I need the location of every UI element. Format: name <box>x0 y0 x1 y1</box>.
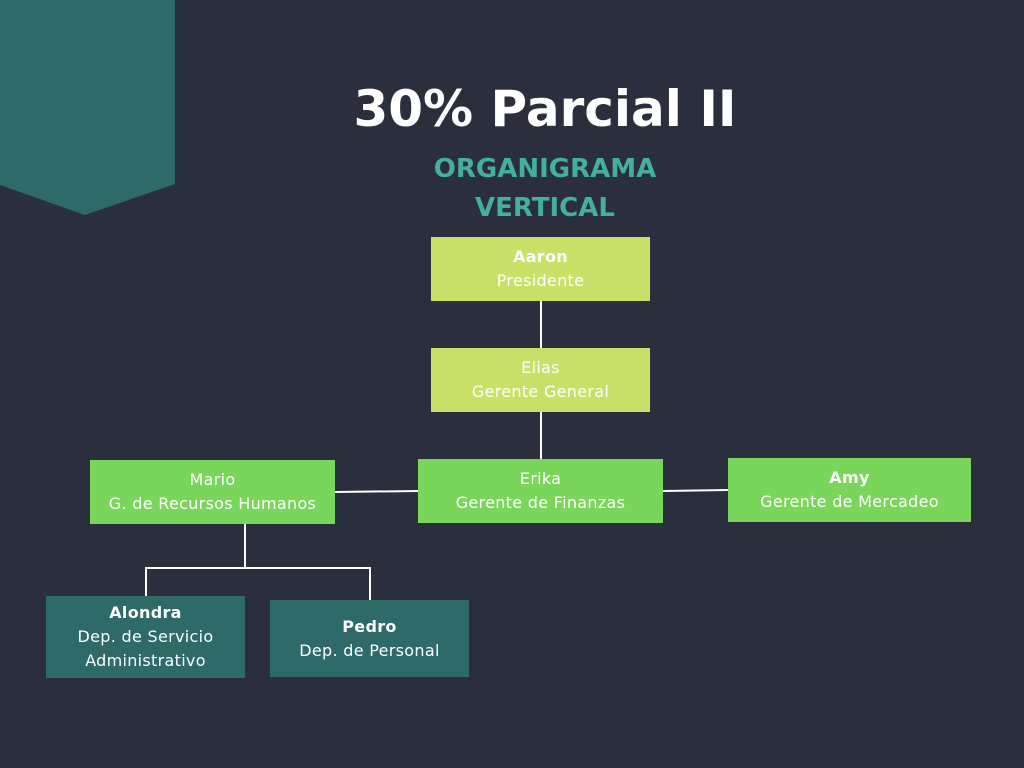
node-mario: Mario G. de Recursos Humanos <box>90 460 335 524</box>
node-pedro-role: Dep. de Personal <box>299 640 440 660</box>
connector-erika-mario <box>334 490 419 493</box>
node-alondra-role-line-1: Dep. de Servicio <box>77 627 214 646</box>
node-erika: Erika Gerente de Finanzas <box>418 459 663 523</box>
node-mario-name: Mario <box>189 470 236 489</box>
subtitle-line-2: VERTICAL <box>475 193 615 223</box>
node-elias-role: Gerente General <box>471 382 610 401</box>
node-alondra: Alondra Dep. de Servicio Administrativo <box>46 596 245 678</box>
node-amy-name: Amy <box>829 468 870 487</box>
node-erika-name: Erika <box>519 469 562 488</box>
node-alondra-role-line-2: Administrativo <box>85 651 206 670</box>
node-erika-role: Gerente de Finanzas <box>455 493 626 512</box>
node-amy: Amy Gerente de Mercadeo <box>728 458 971 522</box>
connector-mario-children <box>145 567 371 600</box>
node-amy-role: Gerente de Mercadeo <box>760 492 939 511</box>
node-aaron-name: Aaron <box>513 247 568 266</box>
node-mario-role: G. de Recursos Humanos <box>108 494 317 513</box>
page-title: 30% Parcial II <box>353 80 737 138</box>
node-elias-name: Elias <box>521 358 560 377</box>
node-pedro: Pedro Dep. de Personal <box>270 600 469 677</box>
subtitle-line-1: ORGANIGRAMA <box>433 154 657 184</box>
corner-banner <box>0 0 175 215</box>
node-pedro-name: Pedro <box>342 616 397 636</box>
node-alondra-name: Alondra <box>109 603 182 622</box>
node-aaron-role: Presidente <box>496 271 585 290</box>
node-aaron: Aaron Presidente <box>431 237 650 301</box>
node-elias: Elias Gerente General <box>431 348 650 412</box>
connector-erika-amy <box>662 489 729 492</box>
page-subtitle: ORGANIGRAMA VERTICAL <box>0 150 1024 228</box>
